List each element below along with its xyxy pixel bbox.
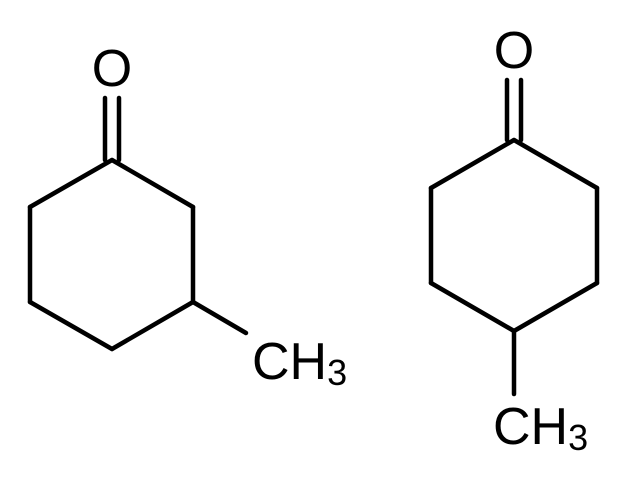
bond-c3-c4 bbox=[109, 299, 196, 352]
bond-c6-c1 bbox=[27, 157, 115, 210]
carbonyl-double-bond bbox=[504, 77, 524, 143]
methyl-subscript: 3 bbox=[568, 417, 588, 458]
molecule-3-methylcyclohexanone: O CH3 bbox=[27, 40, 347, 393]
methyl-bond bbox=[190, 299, 249, 336]
bond-c1-c2 bbox=[109, 157, 196, 210]
bond-c4-c5 bbox=[428, 280, 517, 334]
ring-bonds bbox=[27, 157, 196, 352]
carbonyl-double-bond bbox=[102, 95, 122, 163]
methyl-subscript: 3 bbox=[327, 352, 347, 393]
bond-c1-c2 bbox=[511, 137, 600, 191]
oxygen-label: O bbox=[92, 40, 132, 98]
oxygen-label: O bbox=[494, 22, 534, 80]
bond-c6-c1 bbox=[428, 137, 517, 191]
molecule-4-methylcyclohexanone: O CH3 bbox=[428, 22, 600, 458]
methyl-text: CH bbox=[493, 398, 568, 456]
bond-c4-c5 bbox=[27, 299, 115, 352]
methyl-label: CH3 bbox=[493, 398, 588, 458]
methyl-label: CH3 bbox=[252, 333, 347, 393]
ring-bonds bbox=[428, 137, 600, 334]
bond-c3-c4 bbox=[511, 280, 600, 334]
methyl-text: CH bbox=[252, 333, 327, 391]
